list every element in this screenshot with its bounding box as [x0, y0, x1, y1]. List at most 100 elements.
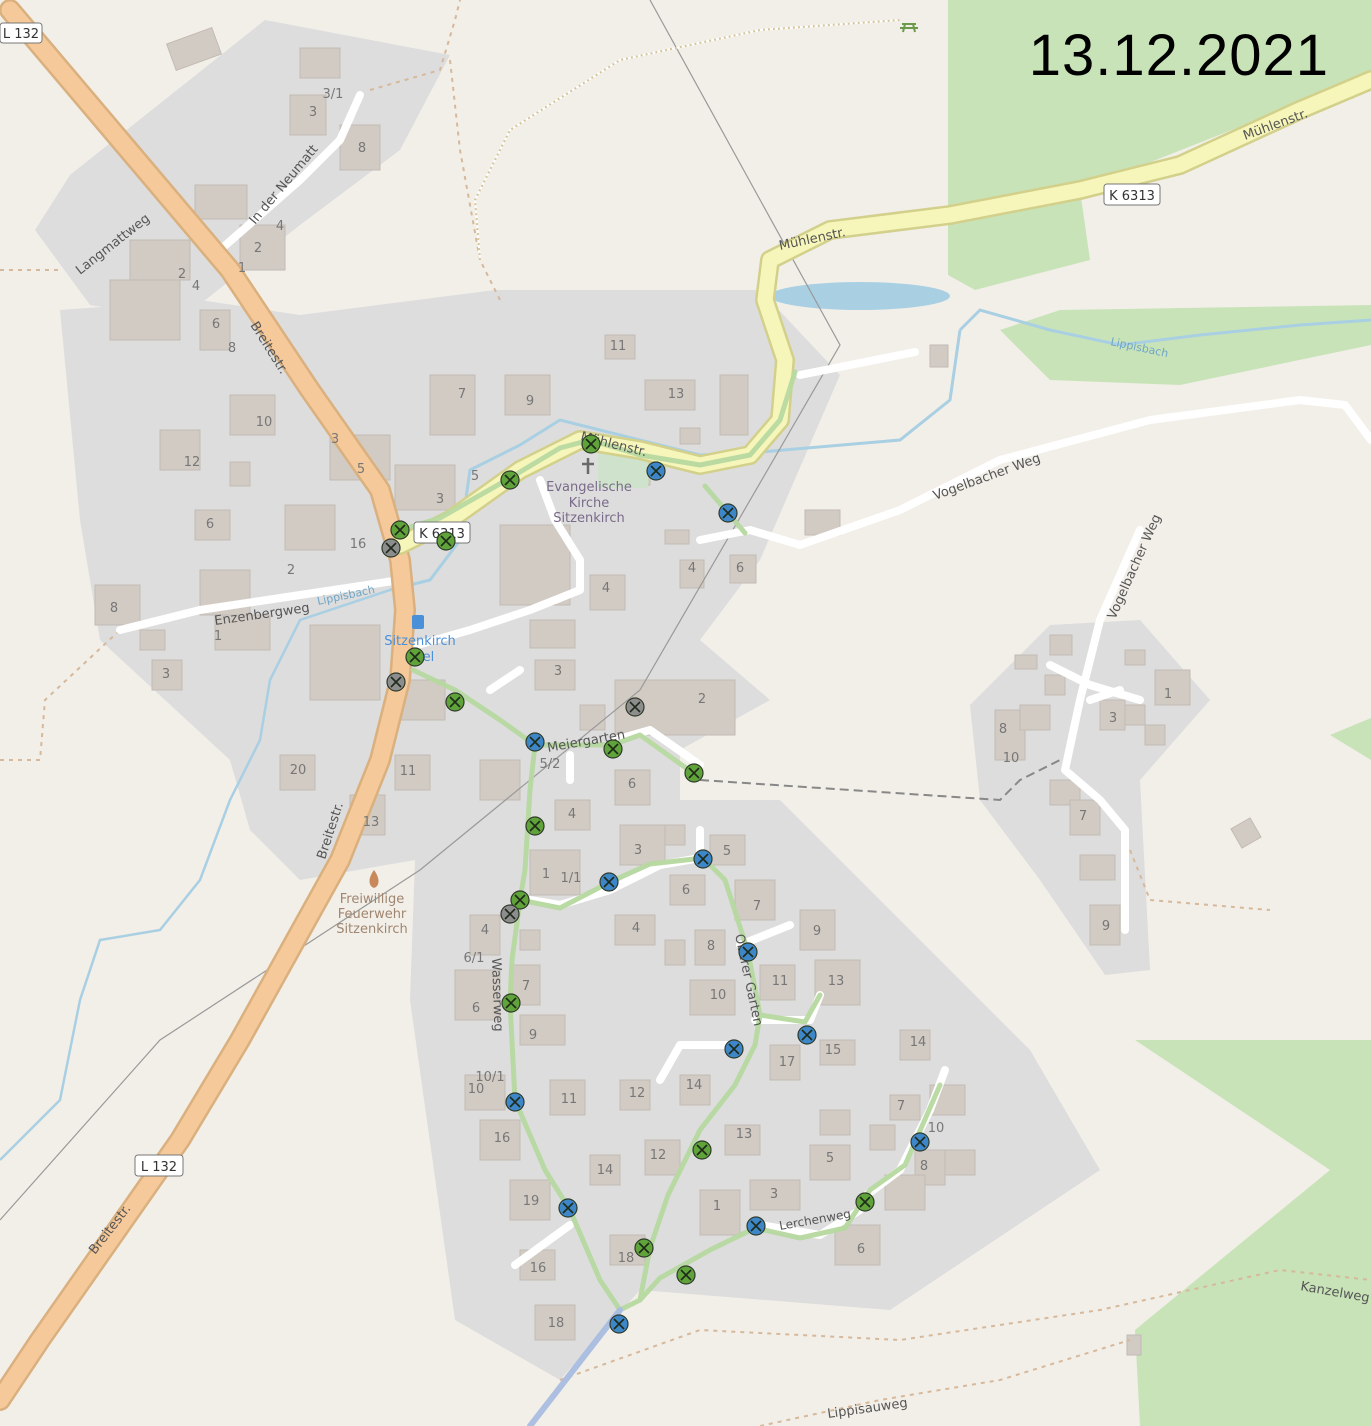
fire-station-poi[interactable]: Freiwillige Feuerwehr Sitzenkirch [336, 870, 408, 937]
blue-x-marker[interactable] [738, 942, 758, 962]
blue-x-marker[interactable] [746, 1216, 766, 1236]
waterways [0, 282, 1371, 1161]
covered-road-segments [397, 369, 943, 1426]
blue-x-marker[interactable] [599, 872, 619, 892]
forest-areas [948, 0, 1371, 1426]
house-number: 14 [686, 1078, 703, 1093]
green-x-marker[interactable] [510, 890, 530, 910]
house-number: 5 [357, 462, 365, 477]
blue-x-marker[interactable] [558, 1198, 578, 1218]
blue-x-marker[interactable] [718, 503, 738, 523]
green-x-marker[interactable] [390, 520, 410, 540]
house-number: 8 [999, 722, 1007, 737]
house-number: 2 [698, 692, 706, 707]
svg-text:Vogelbacher Weg: Vogelbacher Weg [1105, 512, 1165, 621]
house-number: 7 [753, 899, 761, 914]
house-number: 10/1 [475, 1070, 504, 1085]
svg-text:Lippisauweg: Lippisauweg [826, 1396, 908, 1422]
green-x-marker[interactable] [436, 531, 456, 551]
green-x-marker[interactable] [501, 993, 521, 1013]
house-number: 6 [206, 517, 214, 532]
house-number: 11 [610, 339, 627, 354]
house-number: 8 [228, 341, 236, 356]
green-x-marker[interactable] [676, 1265, 696, 1285]
house-number: 1 [713, 1199, 721, 1214]
church-poi[interactable]: Evangelische Kirche Sitzenkirch [546, 458, 632, 526]
house-number: 8 [358, 141, 366, 156]
house-number: 16 [530, 1261, 547, 1276]
house-number: 7 [1079, 809, 1087, 824]
house-number: 17 [779, 1055, 796, 1070]
green-x-marker[interactable] [684, 763, 704, 783]
blue-x-marker[interactable] [646, 461, 666, 481]
green-x-marker[interactable] [692, 1140, 712, 1160]
track-path [699, 759, 1061, 802]
house-number: 9 [813, 924, 821, 939]
house-number: 3 [634, 843, 642, 858]
house-number: 6 [212, 317, 220, 332]
house-number: 15 [825, 1043, 842, 1058]
gray-x-marker[interactable] [500, 904, 520, 924]
house-number: 16 [350, 537, 367, 552]
house-number: 14 [597, 1163, 614, 1178]
house-number: 6 [682, 883, 690, 898]
blue-x-marker[interactable] [693, 849, 713, 869]
house-number: 2 [254, 241, 262, 256]
house-number: 8 [707, 939, 715, 954]
blue-x-marker[interactable] [910, 1132, 930, 1152]
gray-x-marker[interactable] [625, 697, 645, 717]
svg-text:Sitzenkirch: Sitzenkirch [384, 634, 456, 649]
house-number: 2 [178, 267, 186, 282]
track-dotted [473, 19, 901, 261]
svg-text:Feuerwehr: Feuerwehr [338, 907, 407, 922]
house-number: 4 [192, 279, 200, 294]
house-number: 2 [287, 563, 295, 578]
house-number: 5 [723, 844, 731, 859]
house-number: 13 [736, 1127, 753, 1142]
house-number: 8 [110, 601, 118, 616]
svg-text:K 6313: K 6313 [1109, 189, 1155, 204]
blue-x-marker[interactable] [505, 1092, 525, 1112]
svg-text:L 132: L 132 [3, 27, 39, 42]
house-number: 1/1 [561, 871, 582, 886]
svg-text:Sitzenkirch: Sitzenkirch [553, 511, 625, 526]
green-x-marker[interactable] [634, 1238, 654, 1258]
house-number: 4 [568, 807, 576, 822]
green-x-marker[interactable] [855, 1192, 875, 1212]
green-x-marker[interactable] [445, 692, 465, 712]
house-number: 5 [471, 469, 479, 484]
house-number: 16 [494, 1131, 511, 1146]
svg-text:Freiwillige: Freiwillige [340, 892, 405, 907]
green-x-marker[interactable] [581, 434, 601, 454]
house-number: 3 [436, 492, 444, 507]
house-number: 3 [331, 432, 339, 447]
gray-x-marker[interactable] [386, 672, 406, 692]
shield-l132-mid: L 132 [134, 1154, 184, 1177]
svg-text:Sitzenkirch: Sitzenkirch [336, 922, 408, 937]
blue-x-marker[interactable] [797, 1025, 817, 1045]
gray-x-marker[interactable] [381, 538, 401, 558]
road-shields: L 132 L 132 K 6313 K 6313 [0, 22, 1161, 1177]
church-cross-icon [582, 458, 594, 474]
markers-layer[interactable] [381, 434, 930, 1334]
green-x-marker[interactable] [603, 739, 623, 759]
green-x-marker[interactable] [500, 470, 520, 490]
blue-x-marker[interactable] [525, 732, 545, 752]
green-x-marker[interactable] [405, 647, 425, 667]
blue-x-marker[interactable] [724, 1039, 744, 1059]
house-number: 3 [309, 105, 317, 120]
shield-l132-top: L 132 [0, 22, 43, 44]
house-number: 11 [561, 1092, 578, 1107]
house-number: 1 [214, 629, 222, 644]
green-x-marker[interactable] [525, 816, 545, 836]
primary-road-l132 [0, 0, 416, 1411]
blue-x-marker[interactable] [609, 1314, 629, 1334]
buildings [94, 26, 1262, 1356]
house-number: 4 [688, 561, 696, 576]
house-number: 18 [548, 1316, 565, 1331]
house-number: 14 [910, 1035, 927, 1050]
svg-text:Wasserweg: Wasserweg [488, 958, 506, 1032]
